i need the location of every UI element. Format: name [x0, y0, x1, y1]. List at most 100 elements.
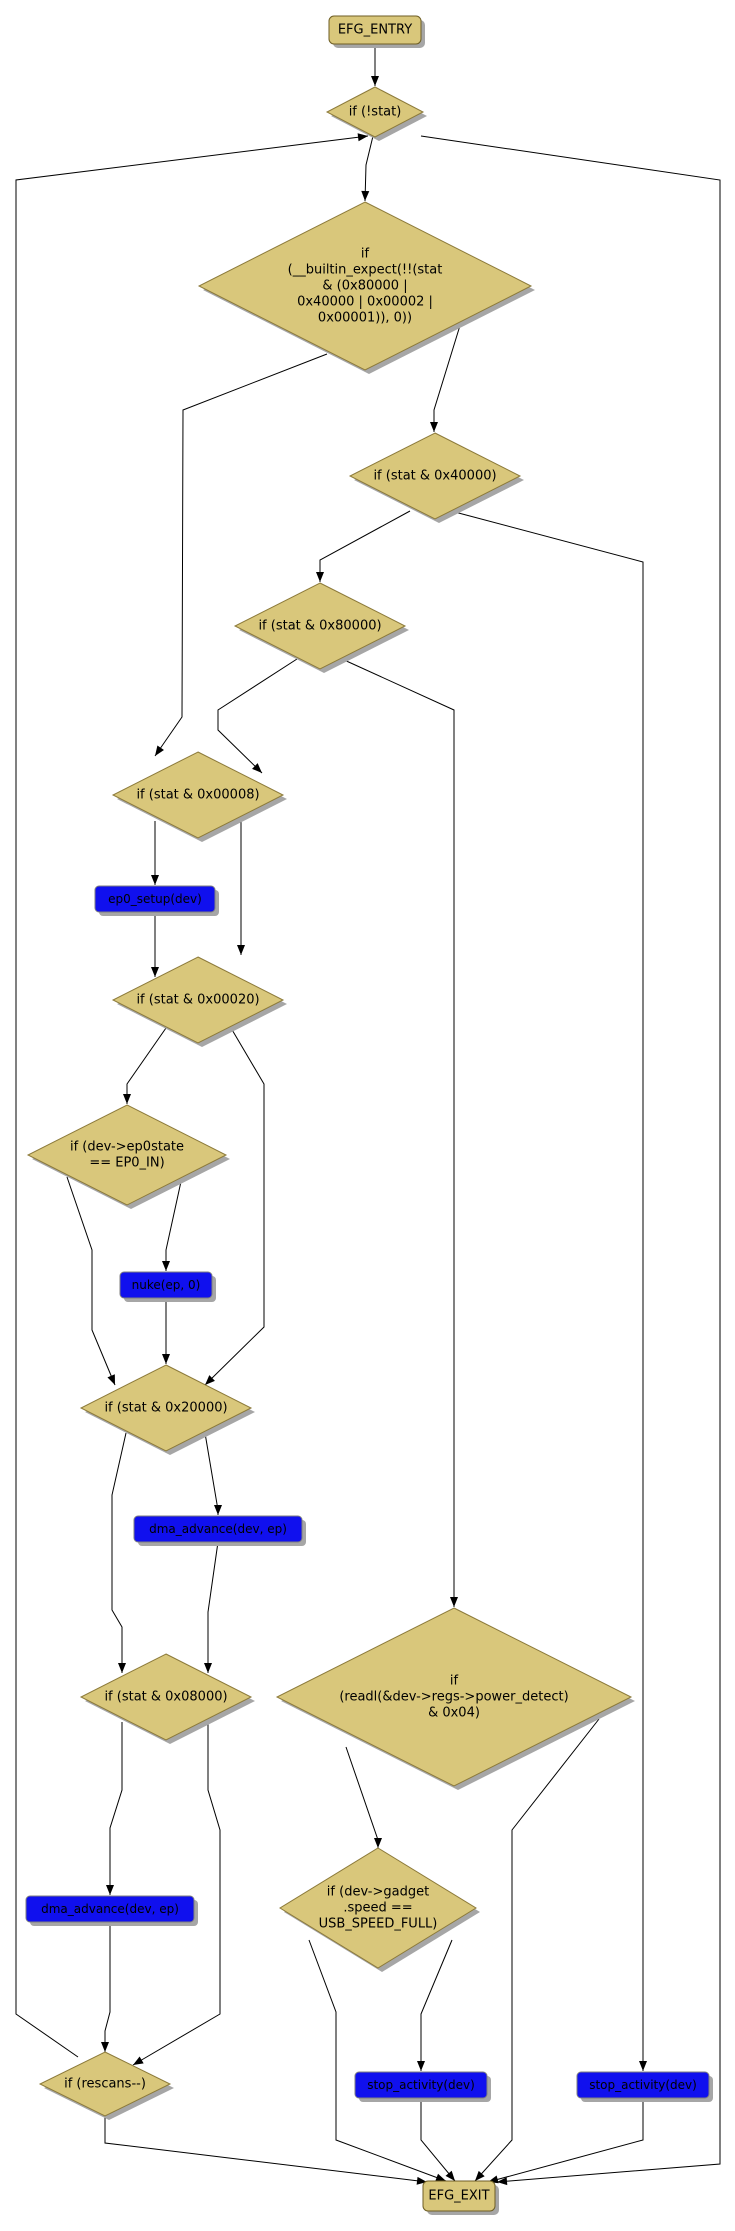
edge-line	[217, 658, 298, 774]
node-d-ep0state: if (dev->ep0state== EP0_IN)	[26, 1104, 230, 1209]
node-label: dma_advance(dev, ep)	[149, 1522, 287, 1536]
node-d-00008: if (stat & 0x00008)	[111, 751, 287, 842]
arrowhead	[133, 2056, 144, 2065]
edge-line	[474, 1718, 600, 2182]
node-d-00020: if (stat & 0x00020)	[111, 956, 287, 1047]
edge-20000-dma1	[204, 1432, 222, 1515]
edge-00020-20000	[204, 1027, 265, 1386]
node-exit: EFG_EXIT	[422, 2180, 499, 2215]
node-label: if	[361, 247, 370, 262]
node-d-08000: if (stat & 0x08000)	[79, 1653, 255, 1744]
node-label: if	[450, 1674, 459, 1689]
edge-builtin-40000	[430, 318, 463, 432]
arrowhead	[204, 1663, 212, 1673]
node-label: if (stat & 0x20000)	[104, 1401, 227, 1416]
arrowhead	[151, 967, 159, 977]
action-shape	[576, 2071, 710, 2099]
edge-line	[15, 135, 369, 2058]
node-label: 0x00001)), 0))	[318, 311, 412, 326]
edge-40000-stop2	[450, 510, 647, 2071]
arrowhead	[214, 1505, 222, 1515]
edge-80000-power	[341, 658, 458, 1607]
edge-40000-80000	[316, 510, 411, 582]
edges-layer	[15, 44, 721, 2186]
node-label: if (dev->gadget	[327, 1885, 429, 1900]
arrowhead	[445, 2170, 455, 2181]
arrowhead	[123, 1094, 131, 1104]
edge-ep0setup-00020	[151, 912, 159, 977]
edge-stop1-exit	[420, 2098, 456, 2182]
edge-stat-exit	[420, 135, 721, 2186]
node-label: if (stat & 0x08000)	[104, 1690, 227, 1705]
arrowhead	[450, 1597, 458, 1607]
edge-builtin-00008	[154, 353, 328, 757]
edge-00008-ep0setup	[151, 821, 159, 885]
edge-power-exit	[474, 1718, 600, 2182]
edge-dma2-rescans	[101, 1922, 111, 2052]
edge-speed-exit	[308, 1939, 447, 2182]
node-entry: EFG_ENTRY	[328, 15, 425, 48]
node-d-40000: if (stat & 0x40000)	[348, 432, 524, 523]
decision-shape	[38, 2051, 172, 2117]
arrowhead	[435, 2173, 446, 2182]
arrowhead	[237, 945, 245, 955]
edge-line	[420, 1939, 453, 2071]
node-label: if (stat & 0x80000)	[258, 619, 381, 634]
edge-stat-builtin	[361, 135, 374, 202]
arrowhead	[497, 2177, 508, 2186]
node-label: stop_activity(dev)	[589, 2078, 697, 2092]
arrowhead	[118, 1663, 126, 1673]
node-label: nuke(ep, 0)	[132, 1278, 201, 1292]
edge-line	[66, 1176, 116, 1386]
arrowhead	[155, 745, 164, 756]
node-label: EFG_EXIT	[428, 2189, 489, 2204]
node-label: & (0x80000 |	[322, 279, 407, 294]
node-a-nuke: nuke(ep, 0)	[119, 1271, 216, 1302]
node-label: (__builtin_expect(!!(stat	[288, 263, 443, 278]
action-shape	[94, 885, 216, 913]
edge-08000-rescans	[132, 1722, 221, 2066]
decision-shape	[111, 751, 285, 839]
node-d-rescans: if (rescans--)	[38, 2051, 174, 2120]
edge-00008-00020	[237, 821, 245, 955]
decision-shape	[233, 582, 407, 670]
arrowhead	[475, 2170, 485, 2181]
node-label: == EP0_IN)	[89, 1156, 164, 1171]
node-label: if (stat & 0x00020)	[136, 993, 259, 1008]
action-shape	[133, 1515, 303, 1543]
edge-power-speed	[345, 1746, 382, 1848]
arrowhead	[374, 1838, 382, 1848]
edge-line	[341, 658, 455, 1607]
edge-line	[154, 353, 328, 757]
node-label: EFG_ENTRY	[338, 23, 412, 38]
arrowhead	[162, 1354, 170, 1364]
node-d-80000: if (stat & 0x80000)	[233, 582, 409, 673]
edge-08000-dma2	[106, 1722, 123, 1895]
terminal-shape	[422, 2180, 496, 2212]
edge-line	[308, 1939, 447, 2182]
arrowhead	[417, 2061, 425, 2071]
edge-entry-stat	[371, 44, 379, 86]
edge-80000-00008	[217, 658, 298, 774]
edge-line	[132, 1722, 221, 2066]
edge-line	[126, 1027, 167, 1104]
node-label: stop_activity(dev)	[367, 2078, 475, 2092]
edge-00020-ep0state	[123, 1027, 167, 1104]
edge-line	[420, 135, 721, 2183]
arrowhead	[106, 1885, 114, 1895]
action-shape	[25, 1895, 195, 1923]
node-a-dma2: dma_advance(dev, ep)	[25, 1895, 198, 1926]
decision-shape	[275, 1607, 633, 1787]
edge-line	[111, 1432, 127, 1673]
node-label: 0x40000 | 0x00002 |	[297, 295, 433, 310]
edge-line	[450, 510, 644, 2071]
edge-dma1-08000	[204, 1541, 219, 1673]
arrowhead	[357, 133, 368, 142]
node-label: if (rescans--)	[64, 2077, 146, 2092]
node-label: ep0_setup(dev)	[108, 892, 202, 906]
node-label: (readl(&dev->regs->power_detect)	[339, 1690, 568, 1705]
node-label: if (!stat)	[349, 105, 402, 120]
edge-nuke-20000	[162, 1298, 170, 1364]
